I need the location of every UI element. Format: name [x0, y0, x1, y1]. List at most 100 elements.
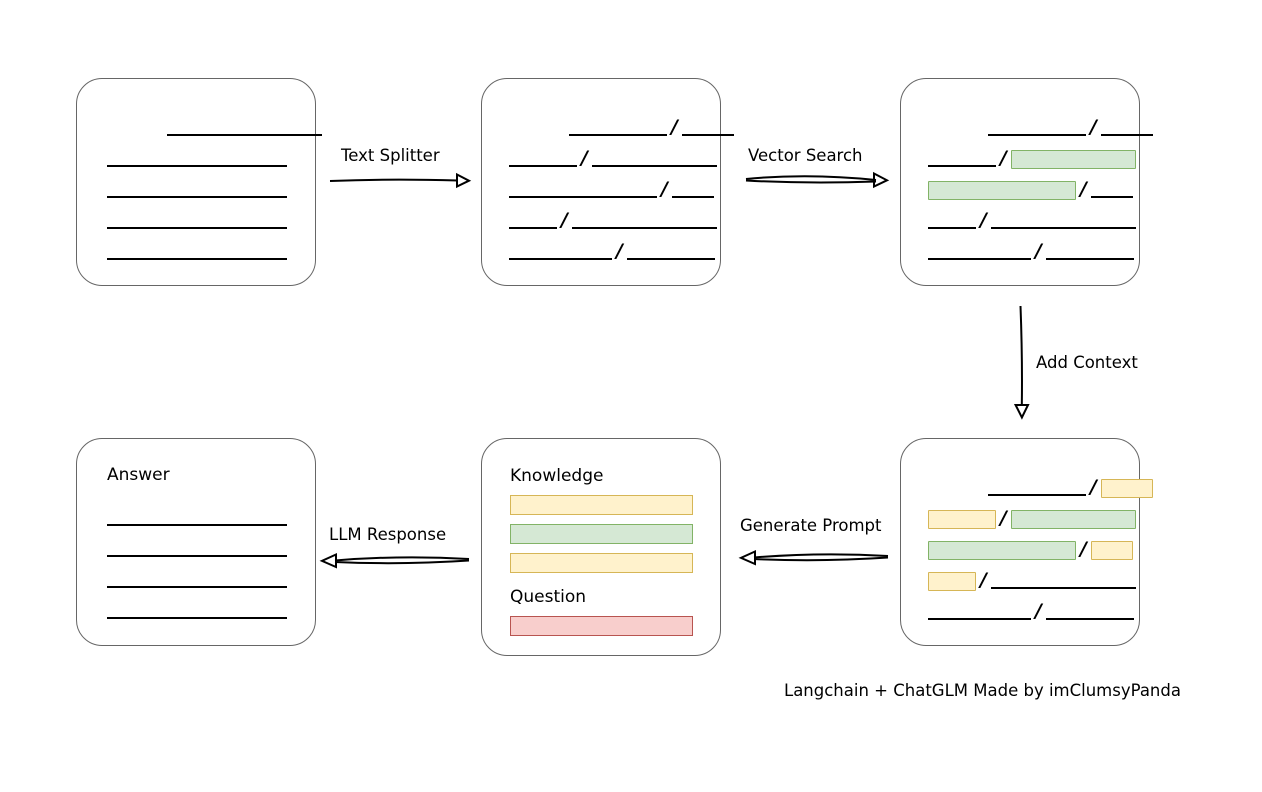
arrow-add-context	[1013, 305, 1030, 420]
text-line	[990, 227, 1136, 229]
segment-separator: /	[661, 178, 668, 200]
document-row: /	[928, 241, 1134, 263]
document-row: /	[988, 117, 1153, 139]
arrow-generate-prompt	[738, 549, 889, 566]
answer-box[interactable]: Answer	[76, 438, 316, 646]
text-line	[928, 618, 1031, 620]
edge-label-llm-response: LLM Response	[329, 525, 447, 544]
text-line	[928, 227, 976, 229]
source-document-box[interactable]	[76, 78, 322, 286]
edge-label-add-context: Add Context	[1036, 353, 1138, 372]
document-row	[107, 538, 287, 560]
segment-separator: /	[980, 209, 987, 231]
segment-separator: /	[1080, 178, 1087, 200]
segment-separator: /	[581, 147, 588, 169]
text-line	[569, 134, 667, 136]
segment-separator: /	[1000, 507, 1007, 529]
split-document-rows: / / / / /	[482, 79, 734, 285]
text-line	[571, 227, 717, 229]
highlight-chip-green	[1010, 149, 1136, 169]
text-line	[509, 165, 577, 167]
highlight-chip-yellow	[928, 571, 976, 591]
document-row: /	[509, 210, 717, 232]
answer-label: Answer	[107, 465, 170, 485]
text-line	[107, 227, 287, 229]
arrow-text-splitter	[329, 172, 472, 189]
matched-document-rows: / / / / /	[901, 79, 1153, 285]
document-row	[107, 148, 287, 170]
prompt-bar-yellow	[510, 553, 693, 573]
knowledge-label: Knowledge	[510, 466, 604, 486]
arrow-vector-search	[745, 171, 890, 189]
answer-rows	[77, 439, 315, 645]
text-line	[107, 196, 287, 198]
segment-separator: /	[980, 569, 987, 591]
document-row	[107, 179, 287, 201]
highlight-chip-yellow	[928, 509, 996, 529]
document-row: /	[569, 117, 734, 139]
prompt-bar-yellow	[510, 495, 693, 515]
segment-separator: /	[1000, 147, 1007, 169]
document-row: /	[928, 210, 1136, 232]
prompt-bar-red	[510, 616, 693, 636]
matched-document-box[interactable]: / / / / /	[900, 78, 1153, 286]
text-line	[1045, 618, 1134, 620]
text-line	[988, 134, 1086, 136]
document-row: /	[928, 179, 1133, 201]
text-line	[671, 196, 714, 198]
text-line	[1100, 134, 1153, 136]
document-row	[107, 241, 287, 263]
highlight-chip-yellow	[1090, 540, 1133, 560]
document-row: /	[928, 539, 1133, 561]
prompt-box[interactable]: Knowledge Question	[481, 438, 721, 656]
document-row: /	[928, 148, 1136, 170]
context-document-rows: / / / / /	[901, 439, 1153, 645]
text-line	[1045, 258, 1134, 260]
text-line	[509, 196, 657, 198]
text-line	[928, 165, 996, 167]
text-line	[990, 587, 1136, 589]
text-line	[107, 258, 287, 260]
question-label: Question	[510, 587, 587, 607]
text-line	[107, 165, 287, 167]
segment-separator: /	[671, 116, 678, 138]
arrow-llm-response	[319, 552, 470, 569]
document-row: /	[509, 241, 715, 263]
text-line	[167, 134, 322, 136]
text-line	[626, 258, 715, 260]
document-row: /	[928, 601, 1134, 623]
highlight-chip-green	[928, 180, 1076, 200]
segment-separator: /	[1035, 600, 1042, 622]
document-row: /	[509, 179, 714, 201]
segment-separator: /	[561, 209, 568, 231]
document-row	[107, 569, 287, 591]
source-document-rows	[77, 79, 322, 285]
document-row	[167, 117, 322, 139]
edge-label-text-splitter: Text Splitter	[341, 146, 440, 165]
document-row: /	[928, 570, 1136, 592]
text-line	[928, 258, 1031, 260]
document-row	[107, 600, 287, 622]
text-line	[988, 494, 1086, 496]
prompt-bar-green	[510, 524, 693, 544]
edge-label-generate-prompt: Generate Prompt	[740, 516, 882, 535]
text-line	[509, 227, 557, 229]
edge-label-vector-search: Vector Search	[748, 146, 863, 165]
split-document-box[interactable]: / / / / /	[481, 78, 734, 286]
document-row	[107, 507, 287, 529]
text-line	[591, 165, 717, 167]
text-line	[681, 134, 734, 136]
highlight-chip-green	[1010, 509, 1136, 529]
segment-separator: /	[616, 240, 623, 262]
document-row: /	[928, 508, 1136, 530]
document-row: /	[988, 477, 1153, 499]
text-line	[107, 524, 287, 526]
document-row: /	[509, 148, 717, 170]
text-line	[107, 555, 287, 557]
text-line	[1090, 196, 1133, 198]
segment-separator: /	[1090, 476, 1097, 498]
context-document-box[interactable]: / / / / /	[900, 438, 1153, 646]
highlight-chip-green	[928, 540, 1076, 560]
segment-separator: /	[1090, 116, 1097, 138]
